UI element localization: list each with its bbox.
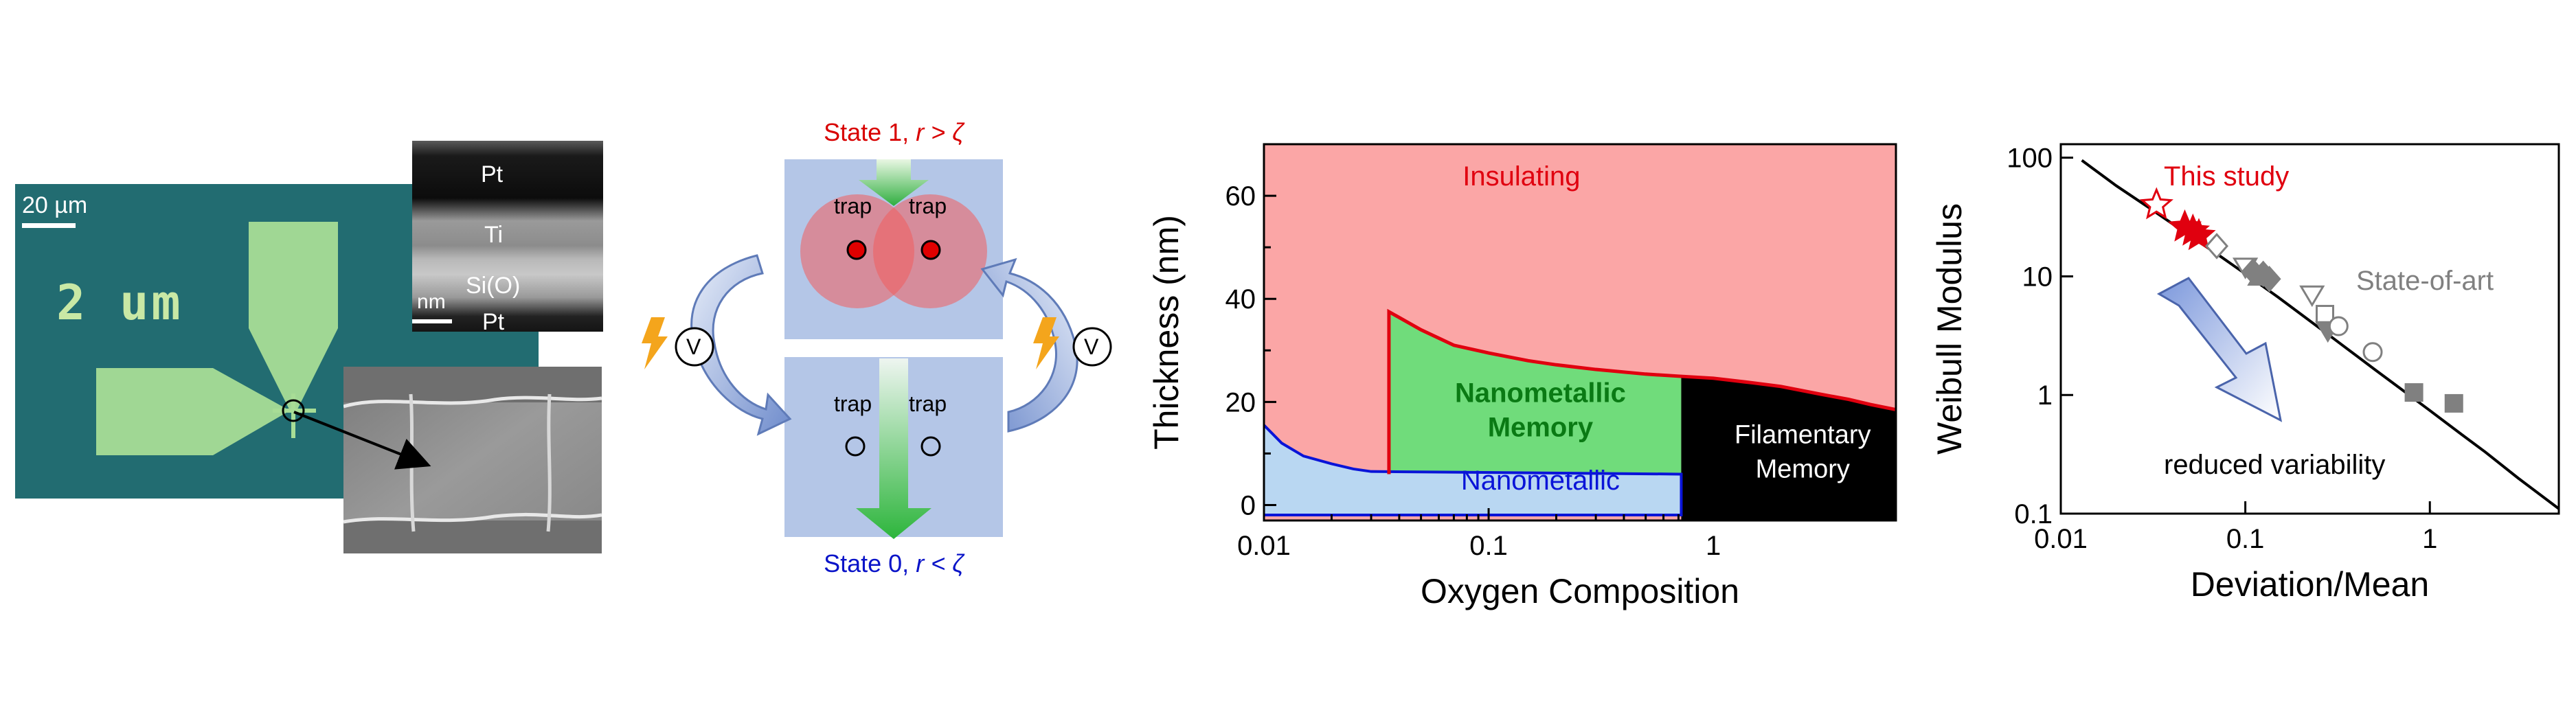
- x-tick-label: 1: [1706, 531, 1721, 561]
- y-axis-label: Thickness (nm): [1147, 215, 1186, 450]
- left-electrode: [96, 368, 290, 455]
- electrode-layout: [22, 222, 338, 455]
- voltage-label-left: V: [686, 334, 701, 359]
- sem-junction-image: [343, 367, 602, 553]
- state0-prefix: State 0,: [824, 549, 916, 577]
- trap-dot-left: [846, 240, 867, 260]
- state1-prefix: State 1,: [824, 118, 916, 146]
- x-tick-label: 0.01: [2034, 524, 2088, 554]
- reduced-variability-label: reduced variability: [2164, 450, 2385, 480]
- top-electrode: [249, 222, 338, 411]
- open-circle-marker: [2362, 342, 2383, 363]
- tem-layer-sio: Si(O): [466, 273, 521, 299]
- plot-frame: [1263, 143, 1897, 522]
- y-tick-label: 20: [1225, 387, 1256, 417]
- tem-scale-bar: [412, 319, 452, 323]
- voltage-source-icon-right: [1072, 327, 1112, 367]
- x-tick-label: 0.1: [2226, 524, 2265, 554]
- filamentary-region: [1681, 376, 1896, 520]
- y-tick-label: 40: [1225, 284, 1256, 314]
- current-arrow-state0: [856, 358, 931, 539]
- x-tick-label: 0.1: [1469, 531, 1508, 561]
- open-square-marker: [2315, 305, 2334, 324]
- voltage-source-icon-left: [675, 327, 714, 367]
- nanometallic-label: Nanometallic: [1461, 466, 1620, 496]
- nanometallic-memory-label-line2: Memory: [1488, 412, 1594, 442]
- right-curved-arrow: [980, 258, 1078, 433]
- trap-dot-left-empty: [845, 436, 866, 457]
- y-tick-label: 10: [2022, 262, 2053, 292]
- filled-square-marker: [2444, 393, 2463, 413]
- filamentary-memory-label-line1: Filamentary: [1735, 420, 1871, 449]
- tem-scale-label: 5 nm: [412, 290, 446, 313]
- current-arrow-state1: [859, 159, 929, 206]
- y-tick-label: 0.1: [2014, 499, 2053, 529]
- left-curved-arrow: [690, 254, 792, 436]
- filled-star-marker: [2182, 218, 2216, 251]
- state1-relation: r > ζ: [916, 118, 964, 146]
- filamentary-memory-label-line2: Memory: [1756, 455, 1850, 483]
- trap-label-s0-left: trap: [834, 391, 872, 416]
- state1-caption: State 1, r > ζ: [784, 118, 1003, 147]
- scale-bar: [22, 223, 76, 228]
- open-triangle-down-marker: [2299, 285, 2325, 308]
- open-circle-marker: [2328, 316, 2349, 336]
- trap-label-s0-right: trap: [909, 391, 947, 416]
- lightning-icon-left: [642, 317, 668, 369]
- state0-relation: r < ζ: [916, 549, 964, 577]
- zoom-arrow: [293, 411, 431, 470]
- open-diamond-marker: [2205, 233, 2229, 260]
- state0-caption: State 0, r < ζ: [784, 549, 1003, 578]
- this-study-label: This study: [2164, 161, 2289, 192]
- y-tick-label: 0: [1241, 490, 1256, 520]
- x-tick-label: 0.01: [1237, 531, 1291, 561]
- nanometallic-memory-region: [1388, 311, 1682, 474]
- trap-dot-right-empty: [920, 436, 941, 457]
- y-axis-label: Weibull Modulus: [1930, 203, 1969, 455]
- open-star-marker: [2139, 187, 2173, 220]
- y-tick-label: 1: [2037, 380, 2053, 411]
- trap-label-s1-right: trap: [909, 194, 947, 218]
- x-tick-label: 1: [2422, 524, 2437, 554]
- tem-layer-pt-top: Pt: [481, 161, 504, 187]
- lightning-icon-right: [1033, 317, 1059, 369]
- tem-cross-section: Pt Ti Si(O) Pt 5 nm: [412, 141, 603, 332]
- x-axis-label: Oxygen Composition: [1421, 572, 1739, 610]
- y-tick-label: 100: [2007, 144, 2053, 174]
- pad-label: 2 um: [56, 275, 183, 331]
- reduced-variability-arrow: [2156, 277, 2283, 422]
- trap-label-s1-left: trap: [834, 194, 872, 218]
- tem-layer-ti: Ti: [484, 222, 504, 248]
- voltage-label-right: V: [1084, 334, 1099, 359]
- filled-square-marker: [2404, 383, 2424, 402]
- state-of-art-label: State-of-art: [2356, 266, 2494, 296]
- tem-layer-pt-bottom: Pt: [482, 309, 505, 332]
- scale-bar-label: 20 µm: [22, 192, 88, 218]
- filled-triangle-up-marker: [2247, 264, 2273, 286]
- nanometallic-boundary: [1263, 424, 1683, 516]
- junction-marker: [282, 399, 305, 422]
- insulating-boundary: [1387, 308, 1897, 474]
- y-tick-label: 60: [1225, 181, 1256, 211]
- x-axis-label: Deviation/Mean: [2191, 565, 2429, 604]
- trap-dot-right: [920, 240, 941, 260]
- insulating-label: Insulating: [1462, 161, 1580, 192]
- nanometallic-memory-label-line1: Nanometallic: [1455, 378, 1626, 408]
